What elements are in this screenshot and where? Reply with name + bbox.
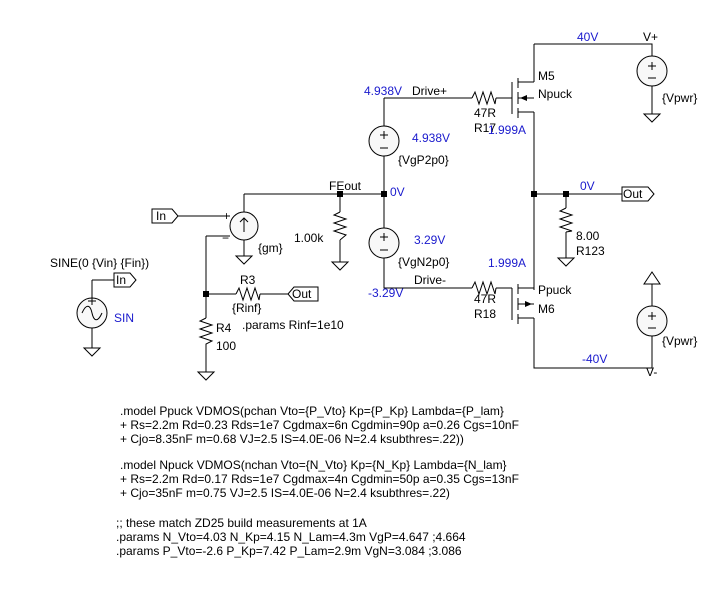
- mosfet-m5[interactable]: [511, 68, 535, 118]
- ppuck-model-line-2: + Rs=2.2m Rd=0.23 Rds=1e7 Cgdmax=6n Cgdm…: [120, 418, 519, 432]
- net-drive-plus: Drive+: [412, 84, 447, 98]
- gm-value: {gm}: [258, 241, 283, 255]
- net-out-voltage: 0V: [580, 179, 595, 193]
- mosfet-m6[interactable]: [511, 284, 535, 332]
- params-n-line: .params N_Vto=4.03 N_Kp=4.15 N_Lam=4.3m …: [116, 530, 466, 544]
- resistor-r123[interactable]: [558, 207, 574, 233]
- net-neg40v: -40V: [582, 352, 607, 366]
- npuck-model-line-3: + Cjo=35nF m=0.75 VJ=2.5 IS=4.0E-06 N=2.…: [120, 486, 450, 500]
- ppuck-model-line-3: + Cjo=8.35nF m=0.68 VJ=2.5 IS=4.0E-06 N=…: [120, 432, 464, 446]
- supply-vpwr-bottom[interactable]: [636, 305, 668, 337]
- net-drive-minus-voltage: -3.29V: [368, 286, 403, 300]
- m6-model: Ppuck: [538, 283, 572, 297]
- vccs-gm[interactable]: [229, 194, 259, 241]
- wires: [91, 43, 653, 372]
- m5-name: M5: [538, 69, 555, 83]
- params-p-line: .params P_Vto=-2.6 P_Kp=7.42 P_Lam=2.9m …: [116, 544, 462, 558]
- ground-symbols: [82, 113, 662, 381]
- vgp-voltage: 4.938V: [412, 131, 450, 145]
- r4-name: R4: [216, 321, 232, 335]
- r123-name: R123: [576, 244, 605, 258]
- r3-value: {Rinf}: [232, 301, 261, 315]
- current-m5: 1.999A: [488, 123, 526, 137]
- port-in[interactable]: [151, 208, 179, 224]
- net-drive-plus-voltage: 4.938V: [364, 84, 402, 98]
- gm-minus-sign: −: [222, 231, 229, 245]
- r18-value: 47R: [474, 292, 496, 306]
- resistor-r17[interactable]: [471, 90, 497, 106]
- resistor-r4[interactable]: [198, 317, 214, 354]
- current-m6: 1.999A: [488, 256, 526, 270]
- supply-arrow-icon: [643, 271, 661, 285]
- gm-plus-sign: +: [223, 209, 230, 223]
- comment-line: ;; these match ZD25 build measurements a…: [116, 516, 367, 530]
- source-vgn2p0[interactable]: [368, 227, 400, 259]
- m6-name: M6: [538, 302, 555, 316]
- junctions: [203, 191, 569, 297]
- source-vgp2p0[interactable]: [368, 125, 400, 157]
- rload-value: 1.00k: [294, 231, 324, 245]
- vgn-value: {VgN2p0}: [398, 255, 449, 269]
- net-vminus: V-: [646, 365, 657, 379]
- npuck-model-line-2: + Rs=2.2m Rd=0.17 Rds=1e7 Cgdmax=4n Cgdm…: [120, 472, 519, 486]
- sine-name: SIN: [114, 311, 134, 325]
- port-out-label: Out: [623, 187, 643, 201]
- source-sine[interactable]: [76, 297, 108, 329]
- net-40v: 40V: [577, 30, 598, 44]
- r18-name: R18: [474, 307, 496, 321]
- net-feout-voltage: 0V: [390, 185, 405, 199]
- port-out-r3[interactable]: [287, 286, 319, 302]
- resistor-r3[interactable]: [235, 286, 261, 302]
- r3-name: R3: [240, 273, 256, 287]
- vgp-value: {VgP2p0}: [398, 153, 449, 167]
- resistor-rload[interactable]: [332, 211, 348, 241]
- port-in-sine-label: In: [116, 273, 126, 287]
- net-feout: FEout: [329, 179, 362, 193]
- port-out-r3-label: Out: [292, 287, 312, 301]
- vgn-voltage: 3.29V: [414, 233, 445, 247]
- ppuck-model-line-1: .model Ppuck VDMOS(pchan Vto={P_Vto} Kp=…: [120, 404, 504, 418]
- port-out[interactable]: [621, 186, 655, 202]
- vpwr-bottom-label: {Vpwr}: [662, 334, 697, 348]
- r17-name: R17: [474, 121, 496, 135]
- r4-value: 100: [216, 339, 236, 353]
- m5-model: Npuck: [538, 87, 573, 101]
- resistor-r18[interactable]: [471, 280, 497, 296]
- r17-value: 47R: [474, 106, 496, 120]
- npuck-model-line-1: .model Npuck VDMOS(nchan Vto={N_Vto} Kp=…: [120, 458, 507, 472]
- vpwr-top-label: {Vpwr}: [662, 91, 697, 105]
- sine-label: SINE(0 {Vin} {Fin}): [50, 256, 149, 270]
- r123-value: 8.00: [576, 229, 600, 243]
- net-vplus: V+: [643, 30, 658, 44]
- port-in-sine[interactable]: [113, 272, 137, 288]
- net-drive-minus: Drive-: [414, 273, 446, 287]
- directive-rinf: .params Rinf=1e10: [242, 318, 344, 332]
- port-in-label: In: [156, 209, 166, 223]
- supply-vpwr-top[interactable]: [636, 55, 668, 87]
